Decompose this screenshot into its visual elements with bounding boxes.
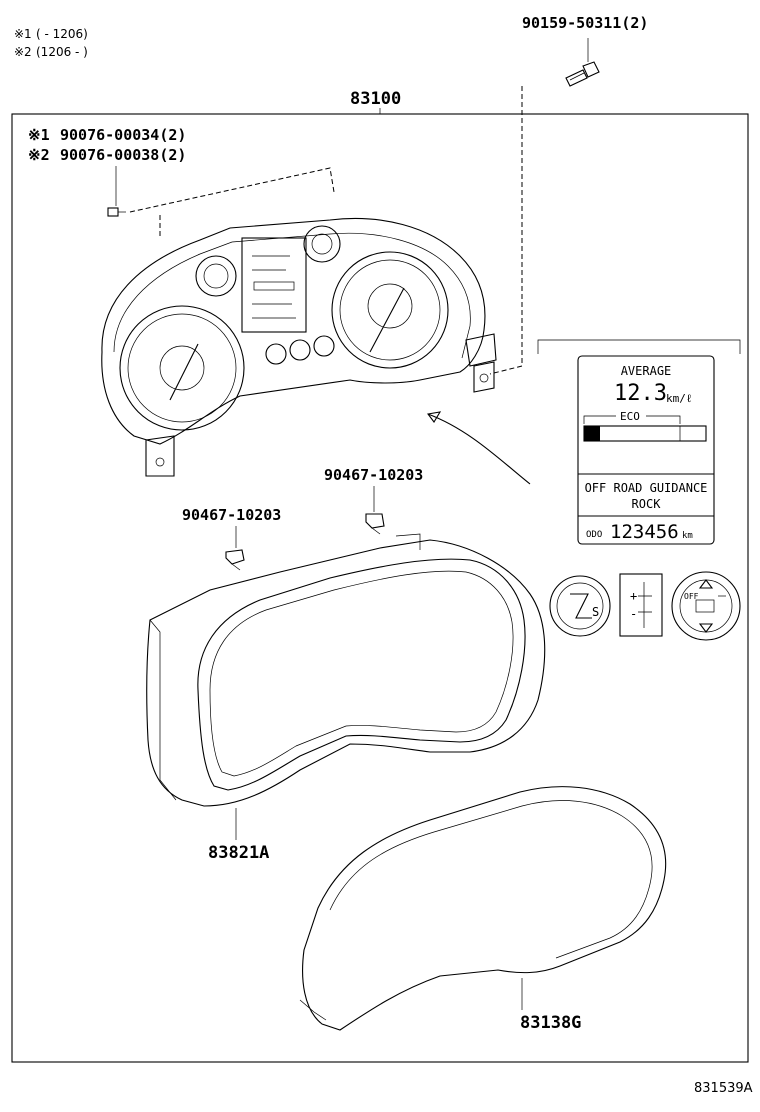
- crawl-off-label: OFF: [684, 592, 699, 601]
- indicator-gear-icon: S: [549, 575, 611, 637]
- lcd-odo-unit: km: [682, 531, 693, 541]
- lcd-odo-value: 123456: [610, 521, 679, 543]
- lcd-guidance-line-2: ROCK: [632, 497, 662, 511]
- speedometer-dial: [119, 305, 245, 431]
- detail-bracket: [537, 339, 741, 354]
- temp-gauge: [303, 225, 341, 263]
- indicator-center-diff-icon: + -: [619, 573, 663, 637]
- lcd-odo-label: ODO: [586, 530, 602, 540]
- note-2-range: (1206 - ): [36, 45, 88, 59]
- meter-bezel[interactable]: [146, 533, 546, 807]
- clip-right-icon: [365, 513, 385, 535]
- lcd-guidance-line-1: OFF ROAD GUIDANCE: [585, 481, 708, 495]
- note-1-mark: ※1: [14, 27, 32, 41]
- svg-text:S: S: [592, 605, 599, 619]
- indicator-crawl-icon: OFF: [671, 571, 741, 641]
- note-1-range: ( - 1206): [36, 27, 88, 41]
- clip-left-icon: [225, 549, 245, 571]
- part-number-screw-1[interactable]: 90076-00034(2): [60, 126, 186, 144]
- lcd-average-label: AVERAGE: [621, 364, 672, 378]
- screw-2-mark: ※2: [28, 146, 50, 164]
- lcd-eco-label: ECO: [620, 410, 640, 423]
- mount-bracket-left: [145, 435, 175, 477]
- tachometer-needle: [369, 287, 405, 353]
- arrow-head-icon: [427, 411, 442, 423]
- part-number-screw-top[interactable]: 90159-50311(2): [522, 14, 648, 32]
- part-number-assembly[interactable]: 83100: [350, 89, 401, 109]
- dashed-line-top-screw: [489, 86, 523, 375]
- part-number-clip-left[interactable]: 90467-10203: [182, 506, 281, 524]
- dashed-line-screw: [129, 167, 335, 213]
- meter-glass[interactable]: [299, 786, 667, 1031]
- part-number-screw-2[interactable]: 90076-00038(2): [60, 146, 186, 164]
- lcd-average-value: 12.3: [614, 381, 667, 406]
- eco-gauge-bar: [583, 425, 707, 442]
- screw-1-mark: ※1: [28, 126, 50, 144]
- cluster-lcd: [241, 237, 307, 333]
- assembly-frame: [11, 113, 749, 1063]
- note-2-mark: ※2: [14, 45, 32, 59]
- part-number-bezel[interactable]: 83821A: [208, 843, 269, 863]
- screw-top-icon: [565, 61, 600, 87]
- callout-arrow: [427, 413, 531, 485]
- part-number-glass[interactable]: 83138G: [520, 1013, 581, 1033]
- lcd-average-unit: km/ℓ: [666, 392, 692, 405]
- part-number-clip-right[interactable]: 90467-10203: [324, 466, 423, 484]
- combination-meter-assembly[interactable]: [101, 217, 497, 477]
- screw-small-icon: [107, 207, 126, 217]
- fuel-gauge: [195, 255, 237, 297]
- speedometer-needle: [169, 343, 199, 401]
- center-symbol-minus: -: [630, 607, 637, 621]
- figure-id: 831539A: [694, 1081, 753, 1096]
- lcd-display-detail: AVERAGE 12.3 km/ℓ ECO OFF ROAD GUIDANCE …: [577, 355, 715, 545]
- mount-bracket-right: [465, 333, 497, 367]
- tachometer-dial: [331, 251, 449, 369]
- center-symbol-plus: +: [630, 589, 637, 603]
